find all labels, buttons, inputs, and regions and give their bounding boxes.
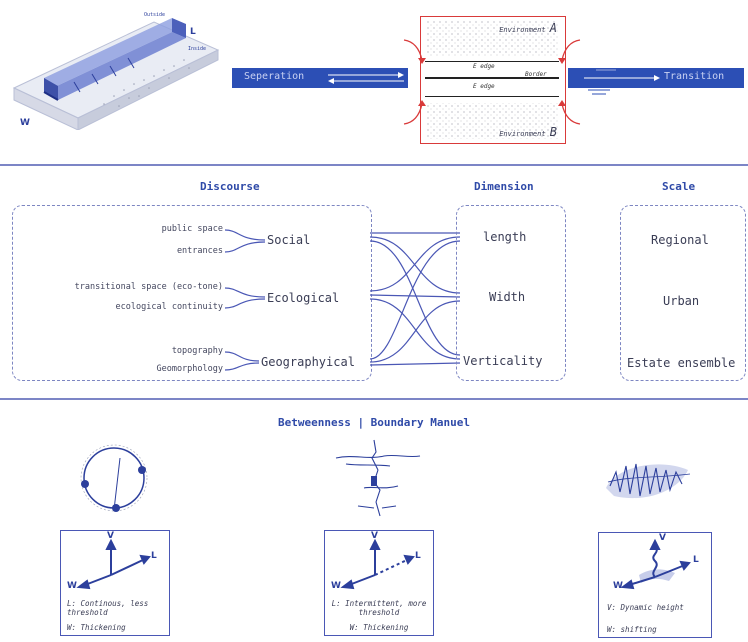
manual-panel-2: V W L L: Intermittent, more threshold W:… xyxy=(324,530,434,636)
dimension-heading: Dimension xyxy=(474,180,534,193)
discourse-dimension-connectors xyxy=(370,232,460,366)
manual-panel-1: V W L L: Continous, less threshold W: Th… xyxy=(60,530,170,636)
env-a-label: Environment A xyxy=(499,21,557,35)
environment-texture xyxy=(427,21,559,139)
divider-bottom xyxy=(0,398,748,400)
panel1-caption-1: L: Continous, less threshold xyxy=(67,599,149,617)
panel3-axis-l: L xyxy=(693,555,699,565)
dimension-width: Width xyxy=(489,290,526,304)
panel1-axis-v: V xyxy=(107,531,114,541)
scale-box: Regional Urban Estate ensemble xyxy=(620,205,746,381)
environment-box: Environment A Environment B E edge Borde… xyxy=(420,16,566,144)
fragmented-line-icon xyxy=(335,439,421,517)
scale-regional: Regional xyxy=(651,233,709,247)
discourse-merge-connectors xyxy=(225,229,266,371)
discourse-heading: Discourse xyxy=(200,180,260,193)
transition-label: Transition xyxy=(664,71,725,82)
panel2-axis-v: V xyxy=(371,531,378,541)
block-axis-l: L xyxy=(190,27,196,37)
transition-arrow-icon xyxy=(584,69,660,95)
scribble-zone-icon xyxy=(606,463,691,499)
panel3-axis-v: V xyxy=(659,533,666,543)
discourse-item-public-space: public space xyxy=(161,224,223,234)
separation-arrows-icon xyxy=(328,72,404,84)
discourse-category-ecological: Ecological xyxy=(267,291,340,305)
panel2-caption-2: W: Thickening xyxy=(349,623,409,632)
top-section: Outside Inside L W Seperation Transition xyxy=(0,0,748,160)
manual-panel-3: V W L V: Dynamic height W: shifting xyxy=(598,532,712,638)
border-line xyxy=(425,77,559,79)
panel2-axis-l: L xyxy=(415,551,421,561)
env-a-text: Environment xyxy=(499,26,546,34)
discourse-item-topography: topography xyxy=(171,346,223,356)
axes-icon xyxy=(76,538,151,590)
panel3-caption-1: V: Dynamic height xyxy=(607,603,684,612)
discourse-category-social: Social xyxy=(267,233,311,247)
axes-dashed-icon xyxy=(340,538,415,590)
env-b-letter: B xyxy=(549,125,557,139)
border-label: Border xyxy=(525,71,547,78)
block-inside-label: Inside xyxy=(188,46,206,52)
axes-wavy-icon xyxy=(620,538,691,590)
separation-label: Seperation xyxy=(244,71,305,82)
red-curved-arrows-icon xyxy=(403,39,581,125)
discourse-item-transitional-space: transitional space (eco-tone) xyxy=(74,282,223,292)
panel2-caption-1: L: Intermittent, more threshold xyxy=(331,599,427,617)
env-a-letter: A xyxy=(549,21,557,35)
dimension-verticality: Verticality xyxy=(463,354,543,368)
scale-heading: Scale xyxy=(662,180,696,193)
block-axis-w: W xyxy=(20,118,30,128)
block-outside-label: Outside xyxy=(144,12,165,18)
dimension-box: length Width Verticality xyxy=(456,205,566,381)
discourse-category-geographical: Geographyical xyxy=(261,355,355,369)
scale-estate-ensemble: Estate ensemble xyxy=(627,356,736,370)
scale-urban: Urban xyxy=(663,294,700,308)
manual-title: Betweenness | Boundary Manuel xyxy=(277,416,471,429)
panel1-caption-2: W: Thickening xyxy=(67,623,126,632)
boundary-block-illustration: Outside Inside L W xyxy=(12,12,220,130)
discourse-item-ecological-continuity: ecological continuity xyxy=(115,302,223,312)
discourse-item-entrances: entrances xyxy=(176,246,223,256)
env-b-label: Environment B xyxy=(499,125,557,139)
edge-top-label: E edge xyxy=(473,63,495,70)
divider-top xyxy=(0,164,748,166)
env-b-text: Environment xyxy=(499,130,546,138)
edge-band xyxy=(425,61,559,97)
discourse-box: public space entrances Social transition… xyxy=(12,205,372,381)
panel3-axis-w: W xyxy=(613,581,623,591)
discourse-item-geomorphology: Geomorphology xyxy=(156,364,223,374)
dimension-length: length xyxy=(483,230,527,244)
panel3-caption-2: W: shifting xyxy=(607,625,657,634)
panel1-axis-l: L xyxy=(151,551,157,561)
circle-boundary-icon xyxy=(80,444,148,512)
panel1-axis-w: W xyxy=(67,581,77,591)
panel2-axis-w: W xyxy=(331,581,341,591)
separation-bar xyxy=(232,68,408,88)
edge-bottom-label: E edge xyxy=(473,83,495,90)
